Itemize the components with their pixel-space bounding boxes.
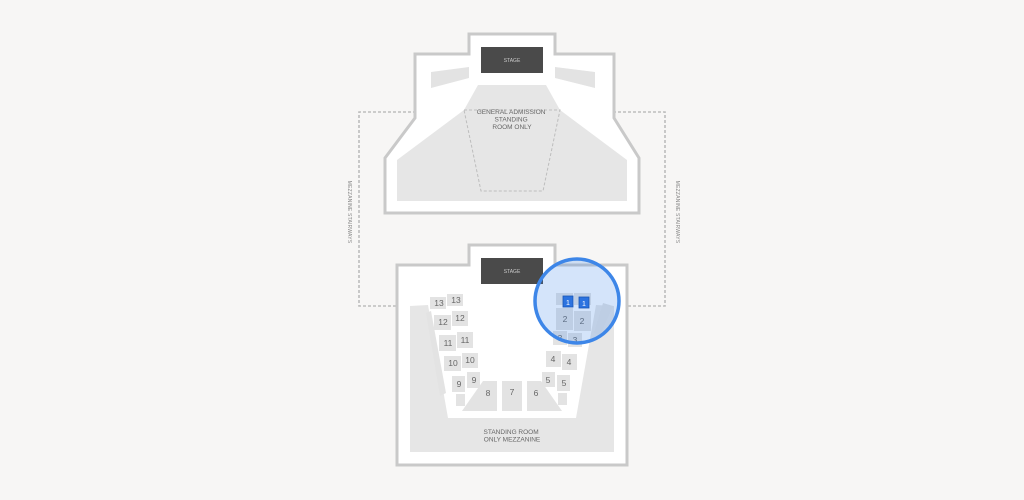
walkway-label-right: MEZZANINE STAIRWAYS <box>674 181 680 244</box>
selected-seat-label-1a: 1 <box>566 300 570 307</box>
section-label-11b: 11 <box>461 335 470 345</box>
right-rail <box>594 303 613 335</box>
selected-section-highlight[interactable]: 1 1 <box>533 257 621 345</box>
section-label-9b: 9 <box>472 375 477 385</box>
selected-seat-label-1b: 1 <box>582 301 586 308</box>
section-label-2b: 2 <box>580 316 585 326</box>
section-label-10a: 10 <box>448 358 458 368</box>
section-label-13a: 13 <box>434 298 444 308</box>
upper-level: STAGE GENERAL ADMISSION STANDING ROOM ON… <box>383 32 641 215</box>
center-seat-sections <box>462 381 562 411</box>
seat-11b[interactable] <box>457 332 473 348</box>
upper-stage[interactable] <box>481 47 543 73</box>
upper-side-ledge-left <box>431 67 469 88</box>
seat-2a[interactable] <box>556 308 573 330</box>
seat-section-6[interactable] <box>527 381 562 411</box>
section-label-2a: 2 <box>563 314 568 324</box>
seat-12a[interactable] <box>434 315 451 330</box>
walkway-label-left: MEZZANINE STAIRWAYS <box>346 181 352 244</box>
section-label-12b: 12 <box>455 313 465 323</box>
section-label-4b: 4 <box>567 357 572 367</box>
seat-5b[interactable] <box>557 375 570 391</box>
seat-13a[interactable] <box>430 297 446 309</box>
section-label-5a: 5 <box>546 375 551 385</box>
section-label-11a: 11 <box>444 338 453 348</box>
section-label-4a: 4 <box>551 354 556 364</box>
seat-9a[interactable] <box>452 376 465 392</box>
seat-13b[interactable] <box>447 294 463 306</box>
seat-11a[interactable] <box>439 335 456 351</box>
selected-seat-1a[interactable] <box>562 295 574 308</box>
section-label-8: 8 <box>486 388 491 398</box>
section-labels: 13 13 12 12 11 11 10 10 9 9 2 2 3 3 4 4 … <box>434 295 584 398</box>
upper-standing-label: GENERAL ADMISSION STANDING ROOM ONLY <box>477 109 548 131</box>
upper-standing-area[interactable] <box>397 85 627 201</box>
seat-4b[interactable] <box>562 354 577 370</box>
seat-2b[interactable] <box>574 311 591 331</box>
section-label-9a: 9 <box>457 379 462 389</box>
seat-5c[interactable] <box>558 393 567 405</box>
section-label-13b: 13 <box>451 295 461 305</box>
section-label-7: 7 <box>510 387 515 397</box>
seat-9b[interactable] <box>467 372 480 388</box>
section-label-10b: 10 <box>465 355 475 365</box>
seat-section-8[interactable] <box>462 381 497 411</box>
upper-side-ledge-right <box>555 67 595 88</box>
left-rail <box>426 311 446 396</box>
lower-stage-label: STAGE <box>504 269 521 275</box>
seat-10b[interactable] <box>462 353 478 368</box>
seat-9c[interactable] <box>456 394 465 406</box>
section-label-3b: 3 <box>573 335 578 345</box>
seat-5a[interactable] <box>542 372 555 387</box>
lower-stage[interactable] <box>481 258 543 284</box>
section-label-5b: 5 <box>562 378 567 388</box>
section-label-6: 6 <box>534 388 539 398</box>
seat-4a[interactable] <box>546 351 561 367</box>
seat-section-7[interactable] <box>502 381 522 411</box>
upper-stage-label: STAGE <box>504 58 521 64</box>
left-seat-sections <box>430 294 480 406</box>
seat-12b[interactable] <box>452 311 468 326</box>
seat-10a[interactable] <box>444 356 461 371</box>
selection-circle[interactable] <box>533 257 621 345</box>
lower-standing-label: STANDING ROOM ONLY MEZZANINE <box>484 429 541 444</box>
selected-seat-1b[interactable] <box>578 296 590 309</box>
section-label-12a: 12 <box>438 317 448 327</box>
